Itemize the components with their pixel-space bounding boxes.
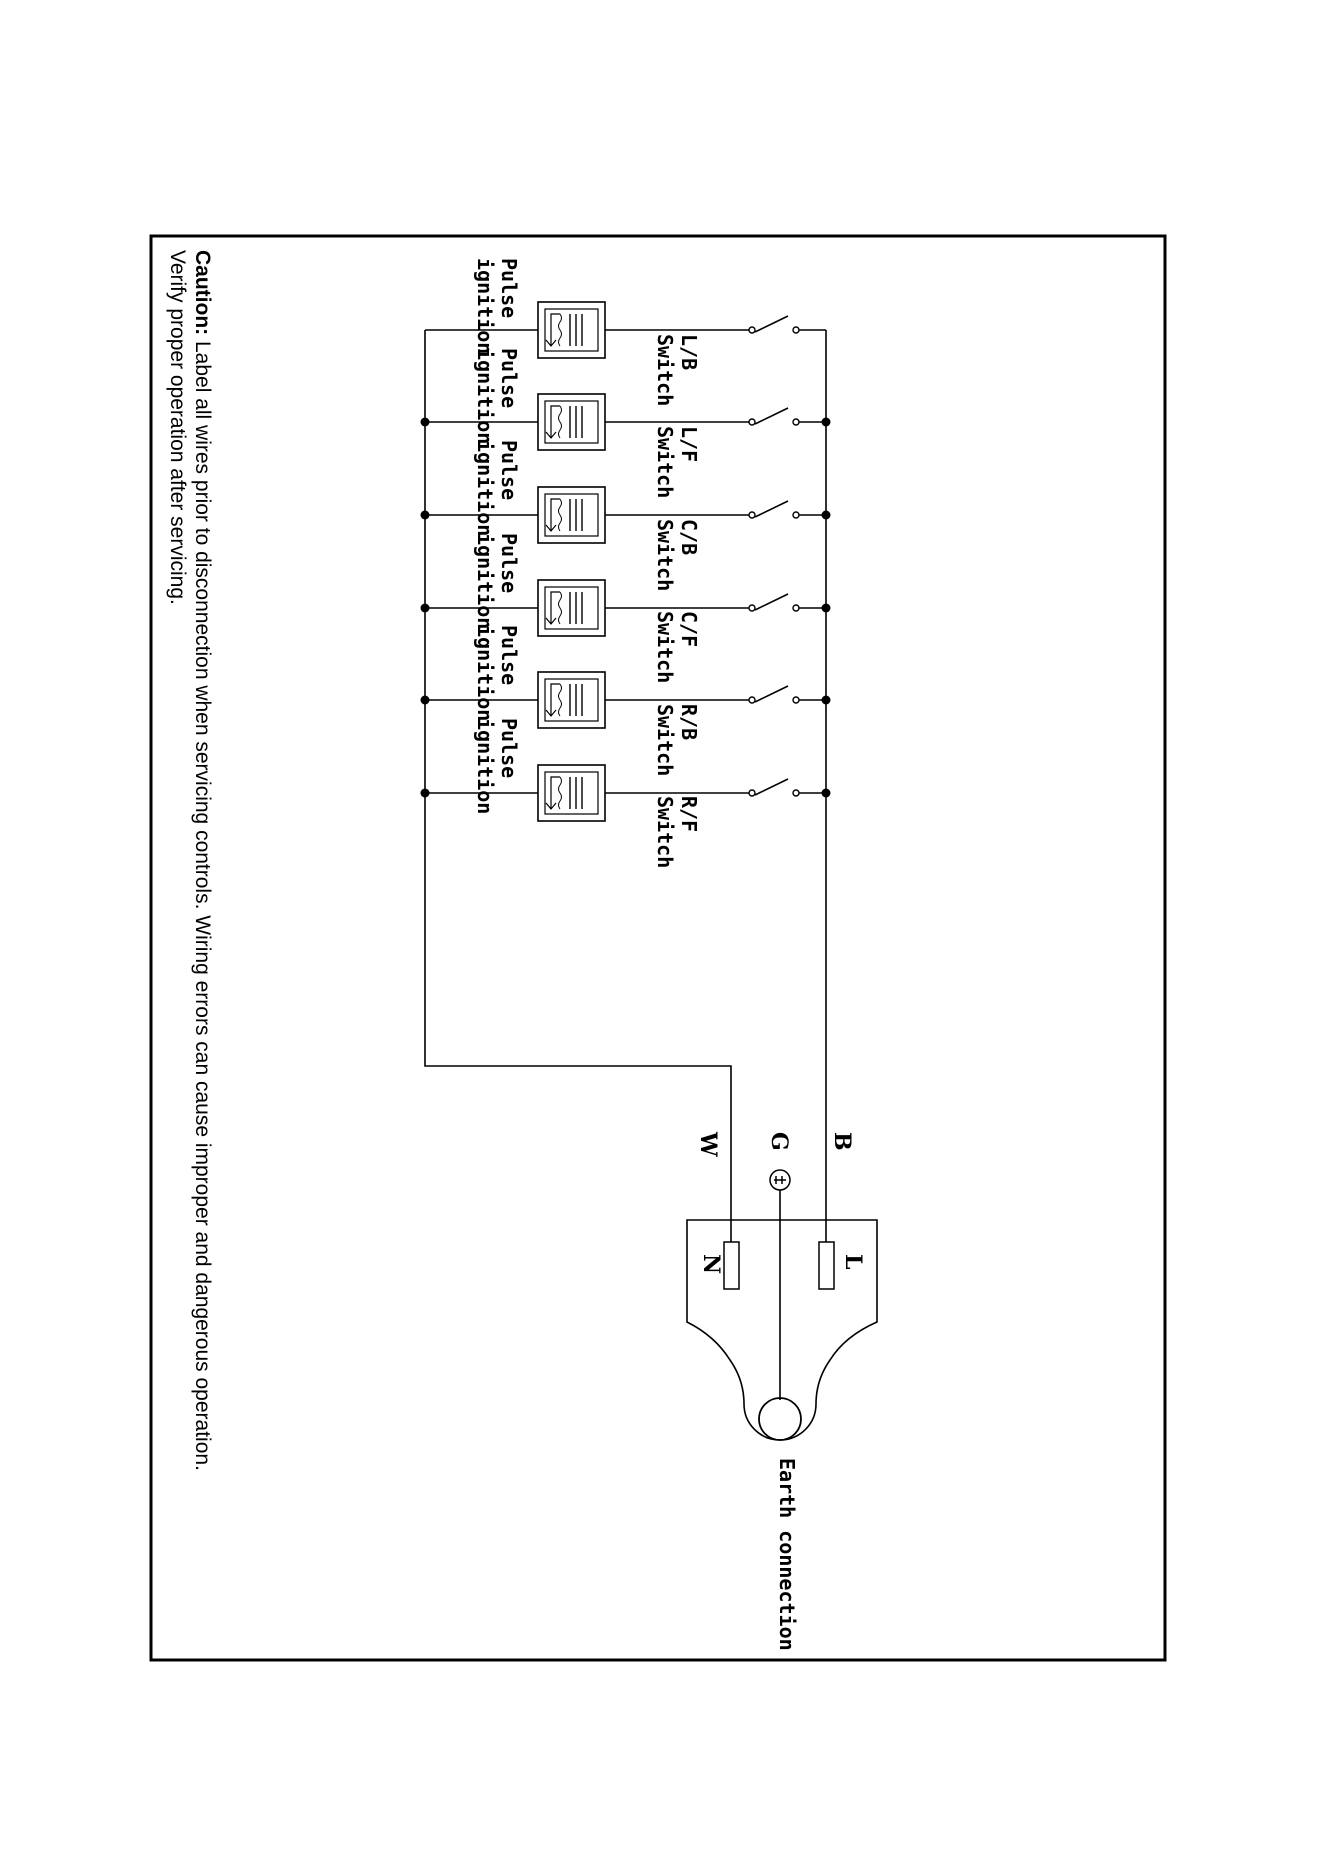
arrow-icon (545, 802, 557, 810)
spark-icon (558, 405, 562, 439)
terminal-l (818, 1241, 835, 1290)
junction-dot (821, 510, 831, 520)
junction-dot (821, 417, 831, 427)
switch-contact (748, 789, 756, 797)
arrow-icon (545, 709, 557, 717)
ignition-label: Pulseignition (473, 440, 521, 536)
spark-icon (558, 498, 562, 532)
switch-contact (748, 604, 756, 612)
switch-rows (420, 301, 831, 822)
junction-dot (420, 788, 430, 798)
switch-label: C/BSwitch (653, 519, 701, 591)
arrow-icon (545, 339, 557, 347)
switch-label: C/FSwitch (653, 611, 701, 683)
switch-label: L/BSwitch (653, 334, 701, 406)
ignition-module (537, 579, 606, 637)
wire-label-g: G (766, 1132, 792, 1151)
junction-dot (821, 603, 831, 613)
wire-label-b: B (829, 1132, 855, 1151)
ignition-label: Pulseignition (473, 258, 521, 354)
ignition-module (537, 764, 606, 822)
switch-blade (754, 315, 789, 333)
caution-note-line2: Verify proper operation after servicing. (166, 250, 189, 605)
spark-icon (558, 776, 562, 810)
junction-dot (420, 695, 430, 705)
terminal-n (723, 1241, 740, 1290)
ignition-label: Pulseignition (473, 348, 521, 444)
switch-contact (792, 326, 800, 334)
junction-dot (420, 603, 430, 613)
switch-blade (754, 685, 789, 703)
diagram-frame (149, 234, 1167, 1662)
switch-contact (748, 418, 756, 426)
earth-connection-label: Earth connection (775, 1458, 799, 1651)
switch-labels: L/BSwitch L/FSwitch C/BSwitch C/FSwitch … (653, 334, 701, 868)
switch-contact (792, 696, 800, 704)
switch-label: L/FSwitch (653, 426, 701, 498)
switch-blade (754, 407, 789, 425)
ignition-label: Pulseignition (473, 625, 521, 721)
switch-contact (748, 696, 756, 704)
ignition-module (537, 486, 606, 544)
switch-blade (754, 593, 789, 611)
switch-contact (792, 511, 800, 519)
switch-contact (792, 789, 800, 797)
wire-label-w: W (695, 1131, 721, 1157)
earth-pin-icon (758, 1397, 802, 1441)
spark-icon (558, 313, 562, 347)
switch-blade (754, 500, 789, 518)
switch-contact (748, 511, 756, 519)
switch-label: R/BSwitch (653, 704, 701, 776)
ground-icon (769, 1169, 791, 1191)
junction-dot (821, 788, 831, 798)
switch-contact (792, 604, 800, 612)
plug-outline (686, 1219, 878, 1441)
spark-icon (558, 683, 562, 717)
ignition-module (537, 393, 606, 451)
terminal-n-label: N (698, 1254, 724, 1274)
junction-dot (420, 417, 430, 427)
terminal-l-label: L (840, 1254, 866, 1269)
arrow-icon (545, 431, 557, 439)
arrow-icon (545, 524, 557, 532)
switch-blade (754, 778, 789, 796)
ignition-label: Pulseignition (473, 533, 521, 629)
switch-contact (792, 418, 800, 426)
spark-icon (558, 591, 562, 625)
ignition-labels: Pulseignition Pulseignition Pulseignitio… (473, 258, 521, 814)
junction-dot (420, 510, 430, 520)
ignition-module (537, 671, 606, 729)
switch-label: R/FSwitch (653, 796, 701, 868)
caution-note: Caution: Label all wires prior to discon… (191, 250, 214, 1471)
ignition-label: Pulseignition (473, 718, 521, 814)
switch-contact (748, 326, 756, 334)
ignition-module (537, 301, 606, 359)
arrow-icon (545, 617, 557, 625)
junction-dot (821, 695, 831, 705)
